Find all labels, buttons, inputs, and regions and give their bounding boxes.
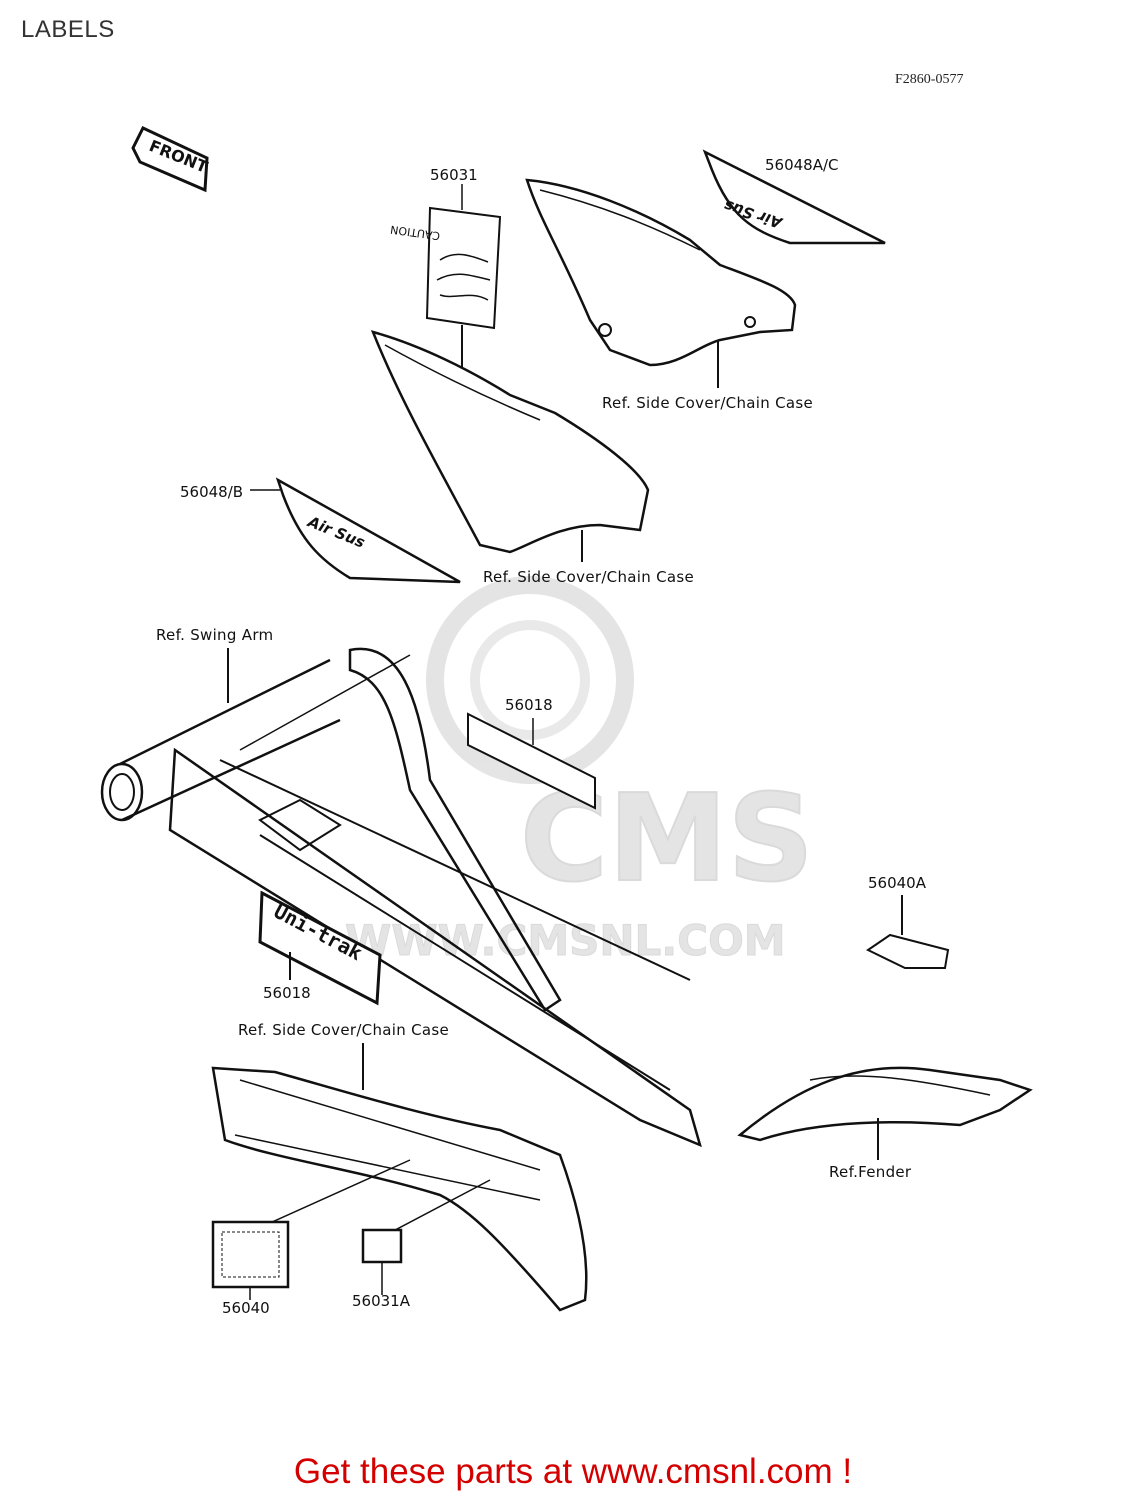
front-marker-text: FRONT (147, 136, 211, 177)
watermark-brand: CMS (520, 770, 814, 909)
airsus-decal-b: Air Sus (275, 477, 461, 584)
ref-label-side-cover-lower: Ref. Side Cover/Chain Case (483, 568, 694, 586)
ref-label-chain-case: Ref. Side Cover/Chain Case (238, 1021, 449, 1039)
upper-side-cover (525, 178, 797, 367)
watermark-logo: CMS WWW.CMSNL.COM (345, 576, 815, 966)
ref-label-side-cover-upper: Ref. Side Cover/Chain Case (602, 394, 813, 412)
front-marker: FRONT (131, 126, 211, 193)
part-label-56031: 56031 (430, 166, 478, 184)
caution-decal: CAUTION (390, 206, 502, 330)
ref-label-swing-arm: Ref. Swing Arm (156, 626, 273, 644)
swing-arm (100, 647, 702, 1148)
chain-case (211, 1066, 588, 1312)
rear-fender (737, 1066, 1033, 1142)
label-56040 (211, 1220, 290, 1289)
part-label-56040a: 56040A (868, 874, 927, 892)
label-plate-56018-top (467, 712, 596, 810)
lower-side-cover (370, 330, 650, 554)
part-label-56018-bottom: 56018 (263, 984, 311, 1002)
part-label-56031a: 56031A (352, 1292, 411, 1310)
page-title: LABELS (21, 16, 115, 43)
part-label-56048b: 56048/B (180, 483, 243, 501)
footer-promo-text[interactable]: Get these parts at www.cmsnl.com ! (293, 1452, 853, 1491)
part-label-56048ac: 56048A/C (765, 156, 839, 174)
diagram-code: F2860-0577 (895, 72, 964, 87)
watermark-url: WWW.CMSNL.COM (345, 916, 786, 965)
label-56040a (866, 933, 950, 969)
ref-label-fender: Ref.Fender (829, 1163, 912, 1181)
label-56031a (361, 1228, 403, 1264)
part-label-56018-top: 56018 (505, 696, 553, 714)
parts-diagram: CMS WWW.CMSNL.COM FRONT CAUTION Air Sus … (100, 126, 1033, 1317)
part-label-56040: 56040 (222, 1299, 270, 1317)
